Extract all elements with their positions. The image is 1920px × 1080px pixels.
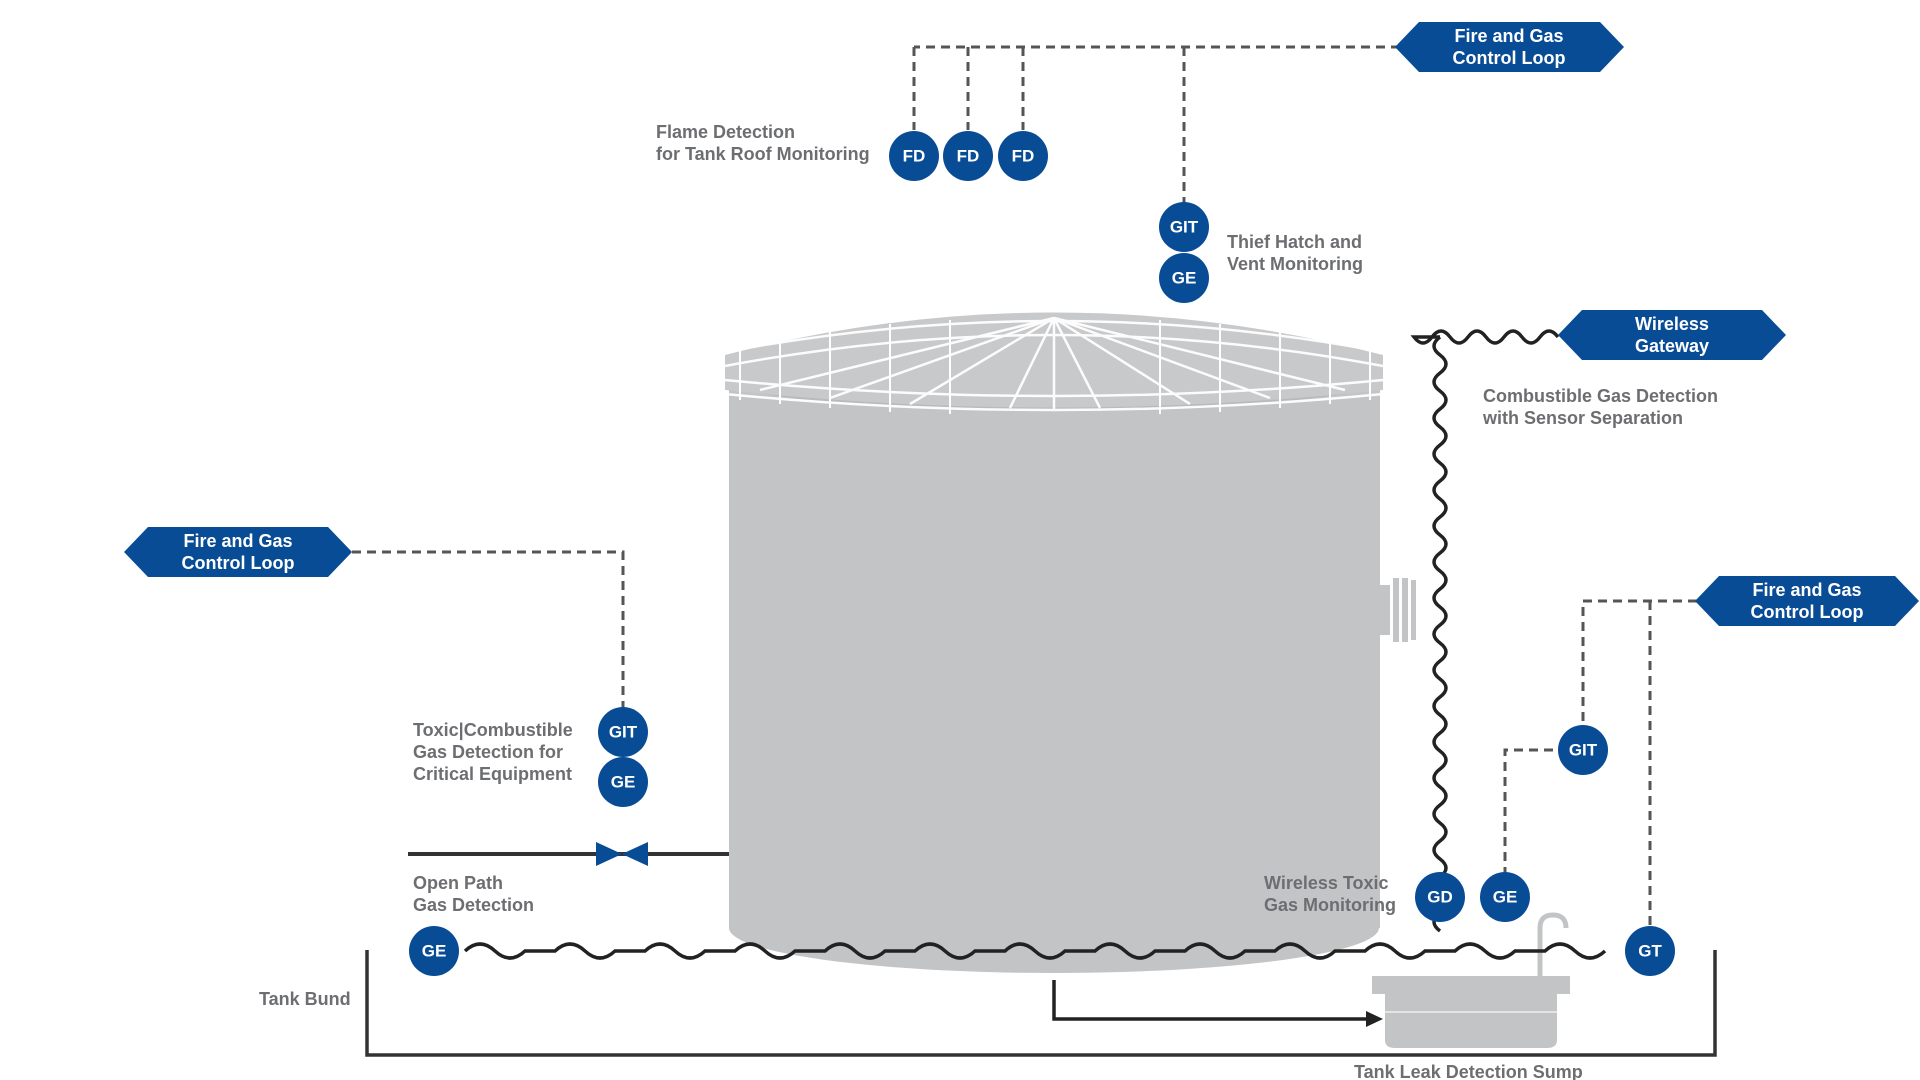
- svg-text:GIT: GIT: [609, 723, 638, 742]
- leak-sump-label: Tank Leak Detection Sump: [1354, 1062, 1583, 1080]
- control-loop-tag-left: Fire and Gas Control Loop: [124, 527, 352, 577]
- gas-transmitter-top: GIT: [1159, 202, 1209, 252]
- svg-text:Control Loop: Control Loop: [182, 553, 295, 573]
- svg-text:GIT: GIT: [1569, 741, 1598, 760]
- tank-bund-label: Tank Bund: [259, 989, 351, 1009]
- valve-icon: [596, 842, 648, 866]
- svg-text:Fire and Gas: Fire and Gas: [183, 531, 292, 551]
- top-loop-wiring: [912, 45, 1400, 205]
- svg-text:Wireless: Wireless: [1635, 314, 1709, 334]
- svg-text:Flame Detection: Flame Detection: [656, 122, 795, 142]
- vertical-wireless-link: [1432, 335, 1448, 933]
- svg-text:FD: FD: [1012, 147, 1035, 166]
- svg-text:GT: GT: [1638, 942, 1662, 961]
- svg-text:GE: GE: [611, 773, 636, 792]
- svg-text:Gas Detection: Gas Detection: [413, 895, 534, 915]
- svg-text:GIT: GIT: [1170, 218, 1199, 237]
- svg-text:Fire and Gas: Fire and Gas: [1752, 580, 1861, 600]
- leak-flow-arrow: [1052, 980, 1372, 1021]
- svg-text:with Sensor Separation: with Sensor Separation: [1482, 408, 1683, 428]
- sump-sensor-probe: [1537, 912, 1569, 976]
- thief-hatch-label: Thief Hatch and Vent Monitoring: [1227, 232, 1363, 274]
- svg-text:Vent Monitoring: Vent Monitoring: [1227, 254, 1363, 274]
- svg-text:Gas Detection for: Gas Detection for: [413, 742, 563, 762]
- svg-text:GE: GE: [1493, 888, 1518, 907]
- tank-bund-outline: [365, 950, 1717, 1057]
- left-loop-wiring: [352, 550, 625, 708]
- wireless-gas-detector: GD: [1415, 872, 1465, 922]
- control-loop-tag-top: Fire and Gas Control Loop: [1395, 22, 1624, 72]
- gas-element-top: GE: [1159, 253, 1209, 303]
- svg-text:Gateway: Gateway: [1635, 336, 1709, 356]
- svg-text:FD: FD: [903, 147, 926, 166]
- wireless-gas-element: GE: [1480, 872, 1530, 922]
- gas-transmitter-right: GIT: [1558, 725, 1608, 775]
- flame-detector-2: FD: [943, 131, 993, 181]
- svg-text:Wireless Toxic: Wireless Toxic: [1264, 873, 1389, 893]
- control-loop-tag-right: Fire and Gas Control Loop: [1695, 576, 1919, 626]
- flame-detector-1: FD: [889, 131, 939, 181]
- svg-text:Thief Hatch and: Thief Hatch and: [1227, 232, 1362, 252]
- svg-text:Control Loop: Control Loop: [1751, 602, 1864, 622]
- flame-detection-label: Flame Detection for Tank Roof Monitoring: [656, 122, 870, 164]
- right-loop-wiring: [1503, 599, 1697, 930]
- storage-tank: [724, 312, 1416, 973]
- open-path-beam: [463, 942, 1607, 960]
- flame-detector-3: FD: [998, 131, 1048, 181]
- svg-text:Control Loop: Control Loop: [1453, 48, 1566, 68]
- combustible-sensor-separation-label: Combustible Gas Detection with Sensor Se…: [1482, 386, 1718, 428]
- svg-text:GE: GE: [422, 942, 447, 961]
- svg-text:FD: FD: [957, 147, 980, 166]
- open-path-label: Open Path Gas Detection: [413, 873, 534, 915]
- svg-text:Open Path: Open Path: [413, 873, 503, 893]
- gas-transmitter-left: GIT: [598, 707, 648, 757]
- svg-text:Fire and Gas: Fire and Gas: [1454, 26, 1563, 46]
- toxic-combustible-label: Toxic|Combustible Gas Detection for Crit…: [413, 720, 573, 784]
- leak-detection-sump: [1372, 976, 1570, 1048]
- svg-text:Critical Equipment: Critical Equipment: [413, 764, 572, 784]
- wireless-gateway-tag: Wireless Gateway: [1558, 310, 1786, 360]
- gas-element-left: GE: [598, 757, 648, 807]
- svg-text:Toxic|Combustible: Toxic|Combustible: [413, 720, 573, 740]
- svg-text:for Tank Roof Monitoring: for Tank Roof Monitoring: [656, 144, 870, 164]
- svg-text:Combustible Gas Detection: Combustible Gas Detection: [1483, 386, 1718, 406]
- open-path-gas-element: GE: [409, 926, 459, 976]
- svg-text:GD: GD: [1427, 888, 1453, 907]
- svg-text:GE: GE: [1172, 269, 1197, 288]
- wireless-toxic-label: Wireless Toxic Gas Monitoring: [1264, 873, 1396, 915]
- gateway-wireless-link: [1410, 329, 1560, 345]
- svg-text:Gas Monitoring: Gas Monitoring: [1264, 895, 1396, 915]
- open-path-transmitter: GT: [1625, 926, 1675, 976]
